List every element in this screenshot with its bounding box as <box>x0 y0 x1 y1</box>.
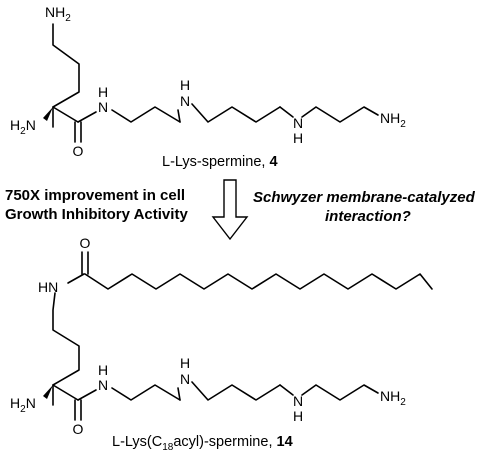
note-improvement-line1: 750X improvement in cell <box>5 187 185 204</box>
butyl-chain <box>191 103 281 123</box>
alpha-carbonyl-bond-b <box>52 384 79 401</box>
hollow-down-arrow <box>211 179 249 241</box>
caption-compound-14: L-Lys(C18acyl)-spermine, 14 <box>112 434 293 452</box>
atom-h2n: H2N <box>10 117 36 137</box>
atom-amide-h-b: H <box>98 362 108 378</box>
atom-amine-n-2: N <box>293 115 303 131</box>
atom-amine-h-2: H <box>293 130 303 146</box>
atom-nh2-top: NH2 <box>45 4 71 24</box>
atom-amide-h: H <box>98 84 108 100</box>
side-chain-bonds <box>52 23 80 128</box>
acyl-long-chain <box>84 273 433 290</box>
atom-amine-h-1-b: H <box>180 355 190 371</box>
chain-to-n2-b <box>279 384 294 396</box>
chain-to-n1 <box>177 109 181 123</box>
atom-hn-acyl: HN <box>38 279 58 295</box>
atom-amide-n: N <box>98 99 108 115</box>
atom-oxygen-b: O <box>73 421 84 437</box>
acyl-amide-bond <box>67 273 85 284</box>
atom-amide-n-b: N <box>98 377 108 393</box>
stereo-wedge-b <box>43 385 53 399</box>
butyl-chain-b <box>191 381 281 401</box>
chain-to-n2 <box>279 106 294 118</box>
atom-acyl-oxygen: O <box>80 235 91 251</box>
acyl-carbonyl-double-bond <box>81 251 89 275</box>
structure-lys-spermine: NH2 H2N H N O H N N H NH2 <box>10 4 406 159</box>
stereo-wedge <box>43 107 53 121</box>
atom-amine-h-2-b: H <box>293 408 303 424</box>
amide-bond <box>77 111 97 123</box>
note-improvement-line2: Growth Inhibitory Activity <box>5 206 188 223</box>
atom-oxygen: O <box>73 143 84 159</box>
atom-amine-n-1: N <box>180 93 190 109</box>
alpha-carbonyl-bond <box>52 106 79 123</box>
atom-h2n-b: H2N <box>10 395 36 415</box>
propyl-chain-1-b <box>111 384 181 401</box>
chain-to-n1-b <box>177 387 181 401</box>
carbonyl-double-bond <box>74 121 82 143</box>
atom-nh2-end-b: NH2 <box>380 388 406 408</box>
structure-lys-acyl-spermine: O HN H2N H N O H N N H NH2 <box>10 235 433 437</box>
caption-compound-4: L-Lys-spermine, 4 <box>162 154 278 170</box>
note-schwyzer-line1: Schwyzer membrane-catalyzed <box>253 189 476 206</box>
atom-amine-n-1-b: N <box>180 371 190 387</box>
atom-nh2-end: NH2 <box>380 110 406 130</box>
atom-amine-n-2-b: N <box>293 393 303 409</box>
propyl-chain-2-b <box>301 384 379 401</box>
note-schwyzer-line2: interaction? <box>325 208 411 225</box>
propyl-chain-2 <box>301 106 379 123</box>
carbonyl-double-bond-b <box>74 399 82 421</box>
propyl-chain-1 <box>111 106 181 123</box>
amide-bond-b <box>77 389 97 401</box>
atom-amine-h-1: H <box>180 77 190 93</box>
